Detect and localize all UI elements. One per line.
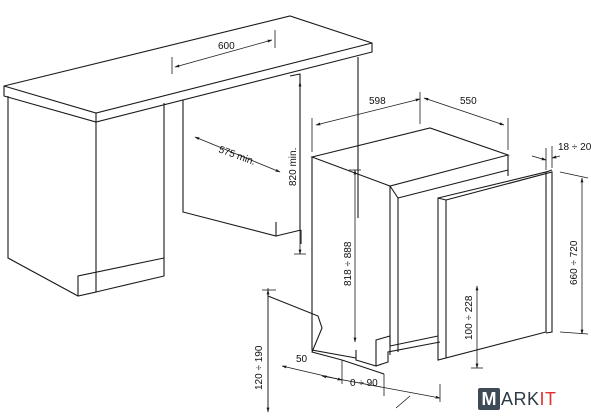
plinth-height-label: 120 ÷ 190 — [254, 345, 265, 390]
dim-appliance-height — [349, 169, 361, 343]
dim-door-opening — [321, 374, 441, 409]
door-opening-label: 0 ÷ 90 — [350, 378, 378, 389]
brand-logo-m: M — [478, 388, 500, 410]
dim-niche-depth — [194, 136, 281, 173]
furniture-door-panel — [437, 169, 553, 361]
cabinet-side — [7, 96, 97, 297]
brand-logo-text: ARKIT — [501, 389, 557, 410]
appliance-depth-label: 550 — [460, 96, 477, 107]
countertop — [3, 15, 373, 123]
dim-panel-thickness — [531, 146, 561, 170]
appliance-width-label: 598 — [369, 96, 386, 107]
plinth-detail — [267, 295, 385, 375]
panel-height-label: 660 ÷ 720 — [569, 240, 580, 285]
dim-panel-height — [559, 171, 589, 335]
panel-clearance-label: 100 ÷ 228 — [464, 295, 475, 340]
niche-height-label: 820 min. — [288, 148, 299, 186]
dim-panel-clearance — [471, 285, 483, 369]
brand-logo-accent: IT — [539, 388, 557, 409]
plinth-gap-label: 50 — [296, 354, 308, 365]
dim-plinth-gap — [281, 360, 343, 384]
appliance-height-label: 818 ÷ 888 — [343, 241, 354, 286]
brand-logo-rest: ARK — [501, 388, 540, 409]
dim-appliance-width — [311, 92, 421, 152]
niche-depth-label: 575 min. — [217, 144, 257, 167]
dim-plinth-height — [262, 288, 276, 413]
countertop-width-label: 600 — [218, 41, 235, 52]
brand-logo: M ARKIT — [478, 386, 557, 412]
dim-appliance-depth — [423, 97, 509, 150]
appliance-base — [355, 335, 439, 367]
dishwasher-body — [310, 127, 510, 367]
dim-niche-height — [294, 81, 306, 255]
dim-countertop-width — [171, 30, 276, 74]
kitchen-cabinet — [3, 15, 373, 297]
panel-thickness-label: 18 ÷ 20 — [558, 142, 591, 153]
niche-back — [182, 100, 277, 237]
